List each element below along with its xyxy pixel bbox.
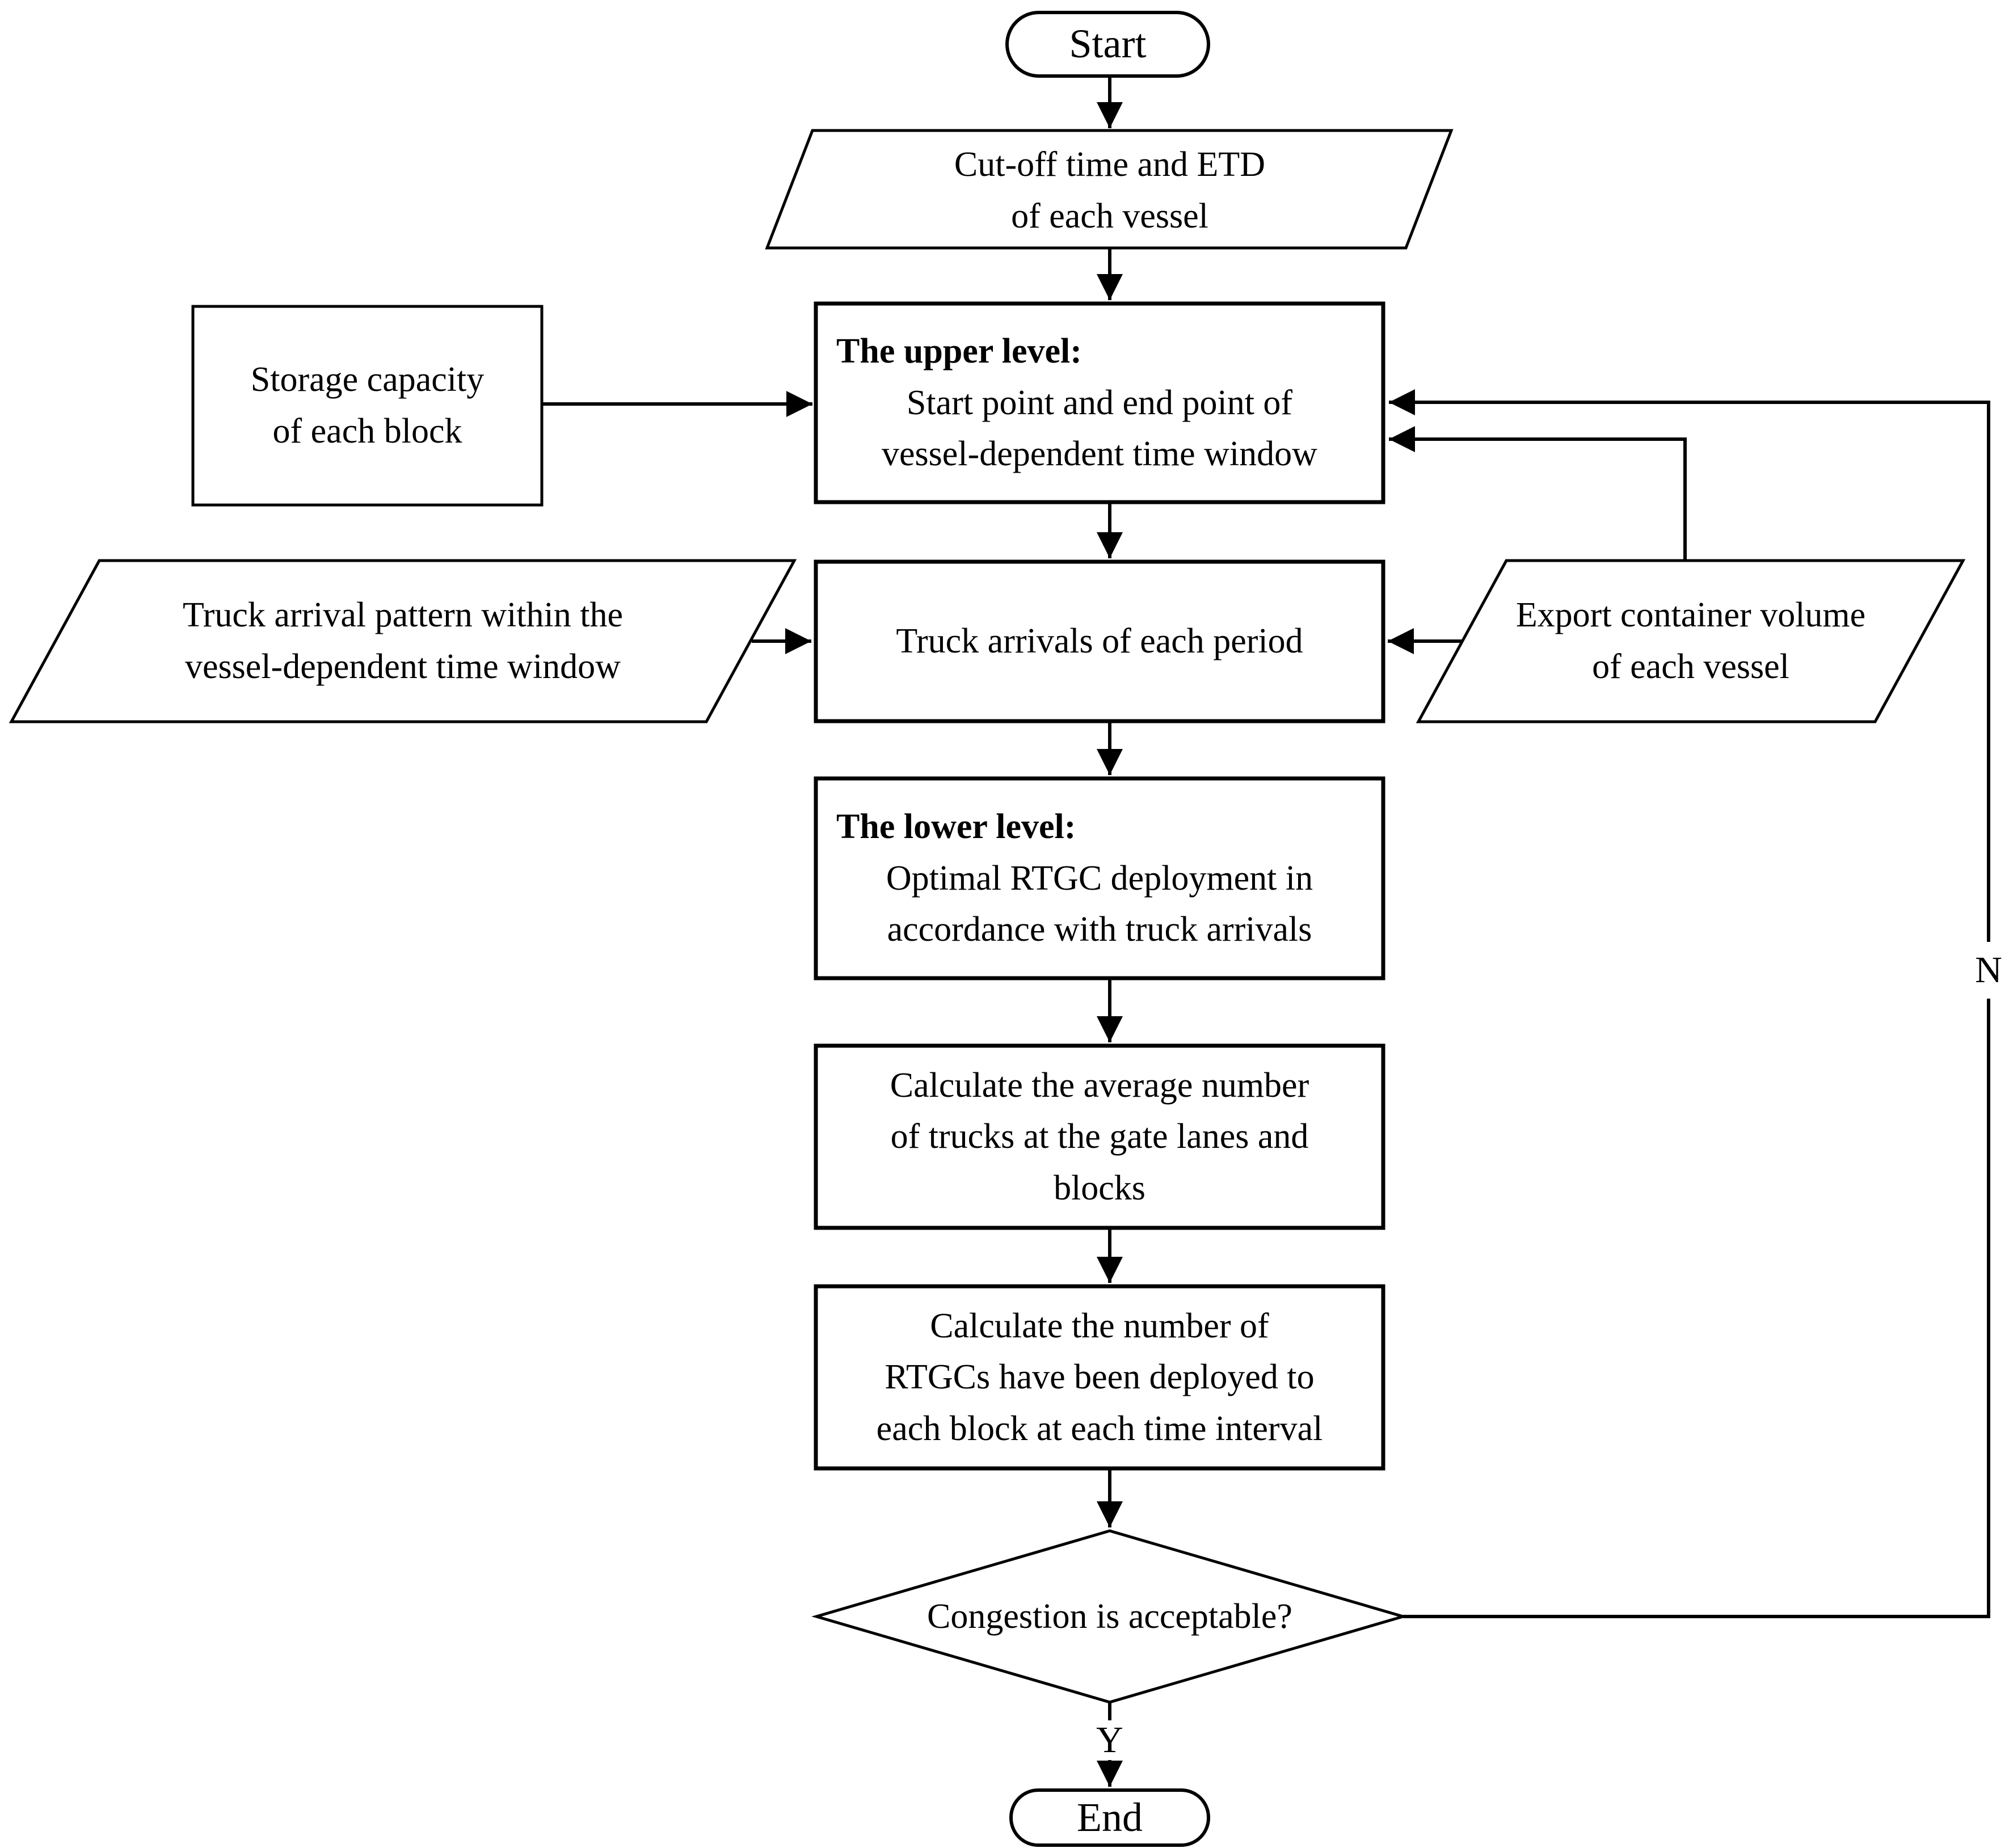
edge-decision-no-to-upper: [1389, 389, 1990, 1618]
calc-rtgc-node-label: Calculate the number of RTGCs have been …: [876, 1306, 1323, 1448]
decision-diamond-shape: [811, 1529, 1408, 1704]
upper-level-body: Start point and end point of vessel-depe…: [882, 383, 1317, 474]
cutoff-node-label: Cut-off time and ETD of each vessel: [954, 145, 1266, 235]
export-volume-parallelogram-shape: [1416, 559, 1966, 723]
start-terminator-shape: [1005, 11, 1210, 78]
calc-rtgc-rect-shape: [814, 1284, 1385, 1471]
end-terminator-shape: [1009, 1788, 1210, 1847]
truck-arrivals-rect-shape: [814, 559, 1385, 723]
export-volume-node-label: Export container volume of each vessel: [1515, 596, 1866, 686]
edge-label-no: N: [1963, 942, 2009, 999]
storage-node-label: Storage capacity of each block: [250, 360, 485, 451]
edge-export-to-upper: [1389, 426, 1687, 562]
end-node-label: End: [1077, 1794, 1143, 1840]
lower-level-body: Optimal RTGC deployment in accordance wi…: [886, 858, 1313, 949]
truck-arrivals-node-label: Truck arrivals of each period: [896, 622, 1303, 661]
cutoff-parallelogram-shape: [765, 129, 1454, 250]
calc-average-rect-shape: [814, 1043, 1385, 1230]
lower-level-rect-shape: [814, 776, 1385, 980]
upper-level-rect-shape: [814, 301, 1385, 504]
edge-label-yes: Y: [1089, 1719, 1131, 1761]
decision-node-label: Congestion is acceptable?: [927, 1597, 1292, 1636]
truck-pattern-node-label: Truck arrival pattern within the vessel-…: [183, 596, 623, 686]
lower-level-node-label: The lower level: Optimal RTGC deployment…: [816, 778, 1383, 978]
truck-pattern-parallelogram-shape: [9, 559, 797, 723]
storage-rect-shape: [191, 305, 544, 507]
upper-level-title: The upper level:: [836, 332, 1082, 371]
upper-level-node-label: The upper level: Start point and end poi…: [816, 304, 1383, 502]
start-node-label: Start: [1069, 21, 1147, 67]
calc-average-node-label: Calculate the average number of trucks a…: [890, 1066, 1309, 1207]
lower-level-title: The lower level:: [836, 807, 1076, 847]
